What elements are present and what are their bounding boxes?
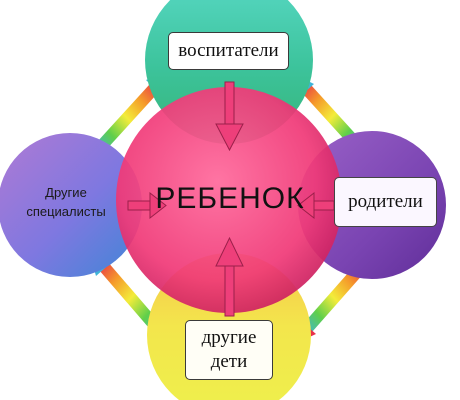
node-bottom-label: другие дети [185, 320, 273, 380]
node-right-label: родители [334, 177, 437, 227]
center-circle [116, 87, 342, 313]
arrow-left-to-center [127, 191, 167, 220]
node-top-label: воспитатели [168, 32, 289, 70]
node-left-circle [0, 133, 142, 277]
node-left-label: Другие специалисты [26, 185, 106, 219]
arrow-top-to-center [215, 81, 244, 152]
center-label: РЕБЕНОК [155, 182, 305, 215]
arrow-bottom-to-center [215, 236, 244, 317]
